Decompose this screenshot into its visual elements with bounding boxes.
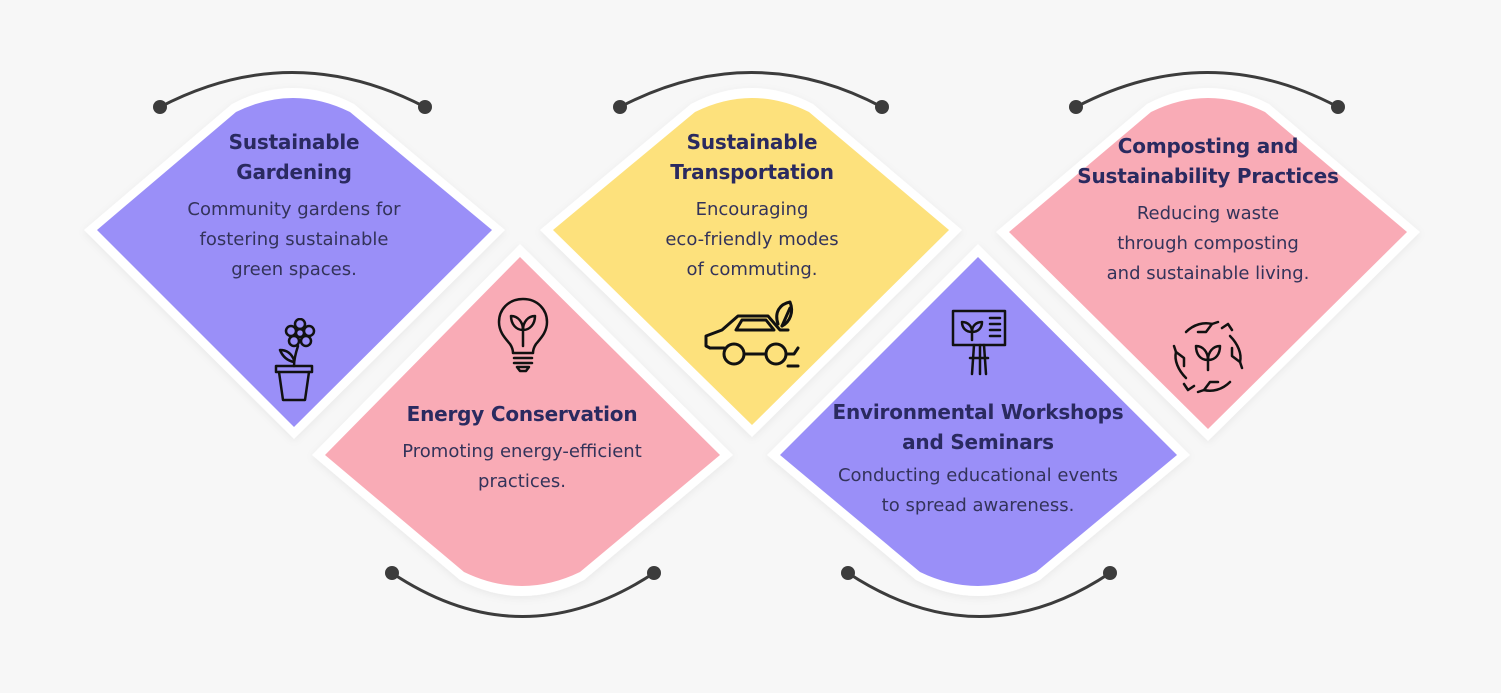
card-2-shape [325,257,720,586]
eco-lightbulb-icon [497,297,549,373]
card-1-title-line: Sustainable [228,130,360,154]
card-1: Sustainable Gardening Community gardens … [134,127,454,285]
connector-dot [385,566,399,580]
eco-car-icon [704,300,800,368]
card-3-title-line: Transportation [670,160,834,184]
connector-dot [841,566,855,580]
card-3-description: Encouraging eco-friendly modes of commut… [592,195,912,285]
connector-arc [847,571,1111,618]
connector-dot [153,100,167,114]
connector-arc [1075,71,1339,109]
card-5-description: Reducing waste through composting and su… [1038,199,1378,289]
card-5-desc-line: and sustainable living. [1106,263,1310,284]
card-3-shape [553,98,949,425]
card-1-shape [97,98,492,427]
card-4-desc-line: to spread awareness. [881,495,1075,516]
card-5-desc-line: through composting [1117,233,1299,254]
card-1-desc-line: green spaces. [231,259,357,280]
card-3-desc-line: of commuting. [686,259,818,280]
card-3: Sustainable Transportation Encouraging e… [592,127,912,285]
card-3-title-line: Sustainable [686,130,818,154]
connector-dots [153,100,1345,580]
card-5-title: Composting and Sustainability Practices [1038,131,1378,191]
card-4-desc-line: Conducting educational events [837,465,1119,486]
card-5-title-line: Sustainability Practices [1077,164,1339,188]
card-1-title: Sustainable Gardening [134,127,454,187]
card-shapes [84,88,1420,596]
connector-arc [159,71,426,109]
card-1-desc-line: fostering sustainable [199,229,389,250]
card-2-title-line: Energy Conservation [406,402,638,426]
card-3-desc-line: Encouraging [695,199,809,220]
connector-arc [619,71,883,109]
card-1-title-line: Gardening [236,160,352,184]
connector-dot [1103,566,1117,580]
connector-dot [1069,100,1083,114]
card-4-title: Environmental Workshops and Seminars [800,397,1156,457]
card-3-desc-line: eco-friendly modes [665,229,839,250]
card-4-title-line: Environmental Workshops [832,400,1124,424]
card-1-description: Community gardens for fostering sustaina… [134,195,454,285]
card-2-description: Promoting energy-efficient practices. [362,437,682,497]
connector-dot [1331,100,1345,114]
presentation-board-icon [951,309,1007,376]
card-2-desc-line: Promoting energy-efficient [402,441,642,462]
card-2: Energy Conservation Promoting energy-eff… [362,399,682,497]
card-5: Composting and Sustainability Practices … [1038,131,1378,289]
card-4-shape [780,257,1177,586]
card-5-desc-line: Reducing waste [1136,203,1280,224]
connector-arc [391,571,655,618]
card-3-title: Sustainable Transportation [592,127,912,187]
card-2-title: Energy Conservation [362,399,682,429]
connector-arcs [159,71,1339,618]
connector-dot [613,100,627,114]
card-4-title-line: and Seminars [902,430,1054,454]
connector-dot [647,566,661,580]
card-4-description: Conducting educational events to spread … [800,461,1156,521]
connector-dot [418,100,432,114]
hands-plant-cycle-icon [1172,320,1244,394]
card-4: Environmental Workshops and Seminars Con… [800,397,1156,521]
flower-pot-icon [274,318,316,402]
card-5-title-line: Composting and [1117,134,1299,158]
card-2-desc-line: practices. [478,471,566,492]
card-1-desc-line: Community gardens for [187,199,401,220]
connector-dot [875,100,889,114]
card-5-shape [1009,98,1407,429]
